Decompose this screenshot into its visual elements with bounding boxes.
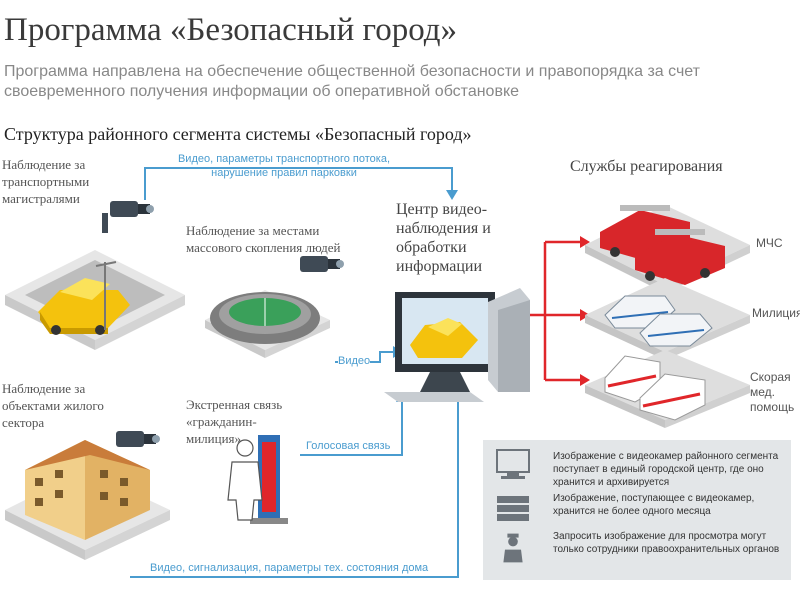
- cctv-camera-icon: [300, 256, 344, 272]
- node-traffic-label: Наблюдение за транспортными магистралями: [2, 157, 90, 206]
- node-residential-label: Наблюдение за объектами жилого сектора: [2, 381, 104, 430]
- edge-emergency-line: [300, 400, 403, 456]
- sos-terminal-icon: [250, 435, 288, 524]
- edge-emergency-label: Голосовая связь: [306, 440, 391, 452]
- node-emergency-label: Экстренная связь «гражданин-милиция»: [186, 397, 283, 446]
- services-title: Службы реагирования: [570, 158, 723, 175]
- node-crowds-label: Наблюдение за местами массового скоплени…: [186, 223, 341, 255]
- cctv-camera-icon: [102, 201, 154, 233]
- edge-residential-label: Видео, сигнализация, параметры тех. сост…: [150, 562, 429, 574]
- apartment-building-icon: [25, 440, 150, 540]
- service-mchs-label: МЧС: [756, 236, 783, 250]
- alert-arrow-mchs: [580, 236, 590, 248]
- ambulance-scene: [585, 350, 750, 428]
- policeman-icon: [503, 533, 523, 563]
- traffic-scene: [5, 250, 185, 350]
- police-scene: [585, 278, 750, 360]
- street-lamp-icon: [95, 261, 117, 330]
- taxi-car-icon: [38, 278, 130, 335]
- connector-lines: [130, 167, 459, 578]
- residential-scene: [5, 440, 170, 560]
- stadium-scene: [205, 290, 330, 358]
- alert-arrow-ambulance: [580, 374, 590, 386]
- cctv-camera-icon: [116, 431, 160, 447]
- taxi-car-icon: [410, 318, 478, 358]
- service-ambulance-label: Скорая мед. помощь: [750, 370, 795, 414]
- ambulance-icon: [639, 373, 706, 421]
- node-center-label: Центр видео-наблюдения и обработки инфор…: [396, 201, 491, 275]
- edge-traffic-line: [144, 167, 453, 200]
- person-icon: [227, 439, 263, 521]
- page-title: Программа «Безопасный город»: [4, 12, 458, 48]
- page-subtitle: Программа направлена на обеспечение обще…: [4, 63, 700, 100]
- info-row-retention: Изображение, поступающее с видеокамер, х…: [553, 493, 755, 517]
- alert-arrows: [580, 236, 590, 386]
- section-title: Структура районного сегмента системы «Бе…: [4, 124, 472, 144]
- info-panel: Изображение с видеокамер районного сегме…: [483, 440, 791, 580]
- computer-monitor-icon: [384, 288, 530, 402]
- edge-traffic-label: Видео, параметры транспортного потока, н…: [160, 152, 408, 180]
- archive-server-icon: [497, 496, 529, 521]
- stadium-icon: [210, 292, 320, 344]
- mchs-scene: [585, 205, 750, 293]
- arrow-traffic: [446, 190, 458, 200]
- edge-traffic-label-line1: Видео, параметры транспортного потока,: [177, 153, 391, 165]
- edge-crowds-label: Видео: [338, 355, 371, 367]
- edge-residential-line: [130, 400, 459, 578]
- computer-monitor-icon: [496, 449, 530, 479]
- info-row-archive: Изображение с видеокамер районного сегме…: [553, 451, 779, 488]
- police-car-icon: [639, 313, 713, 347]
- fire-truck-icon: [635, 229, 725, 285]
- info-row-access: Запросить изображение для просмотра могу…: [553, 531, 780, 555]
- service-police-label: Милиция: [752, 306, 800, 320]
- edge-traffic-label-line2: нарушение правил парковки: [211, 167, 357, 179]
